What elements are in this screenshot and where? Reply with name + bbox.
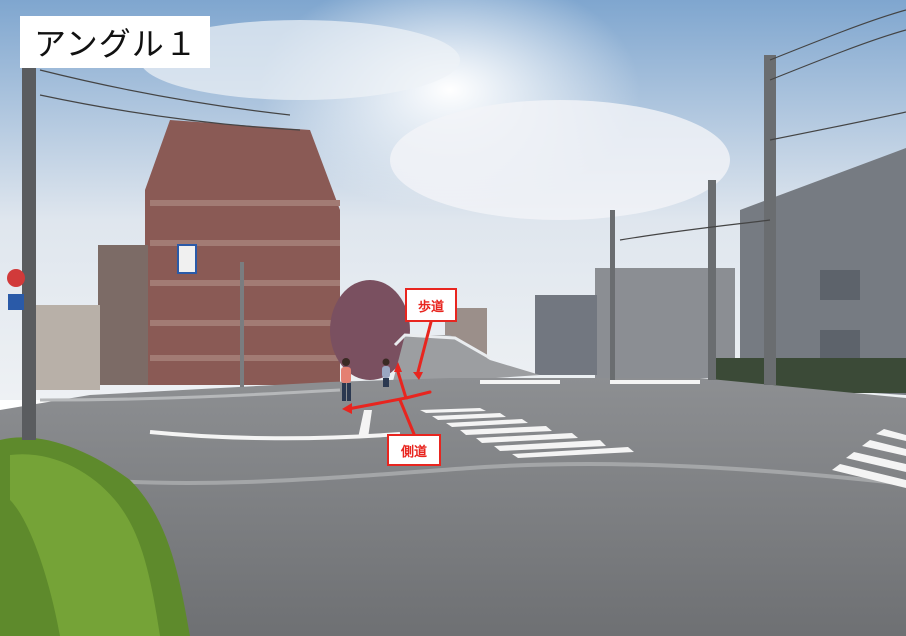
pedestrian-figure <box>341 358 351 401</box>
apartment-balconies <box>150 280 340 286</box>
lane-marker <box>358 410 372 438</box>
power-lines <box>39 9 906 241</box>
annotation-arrows <box>346 320 433 436</box>
overhead-sign-icon <box>177 244 197 274</box>
angle-title-label: アングル１ <box>20 16 210 68</box>
blue-sign-icon <box>8 294 24 310</box>
no-entry-sign-icon <box>7 269 25 287</box>
road <box>0 378 906 636</box>
cloud <box>390 100 730 220</box>
crosswalk-center <box>420 408 634 458</box>
right-apartment-window <box>820 270 860 300</box>
low-building <box>35 305 100 390</box>
apartment-balconies <box>150 320 340 326</box>
left-curb <box>39 388 341 402</box>
apartment-balconies <box>150 240 340 246</box>
apartment-balconies <box>150 200 340 206</box>
apartment-building <box>145 120 340 385</box>
right-apartment-window <box>820 330 860 360</box>
overpass-ramp <box>392 335 540 385</box>
apartment-balconies <box>150 355 340 361</box>
utility-pole <box>708 180 716 380</box>
foreground-shrub-highlight <box>10 454 160 636</box>
arrowhead-icon <box>394 362 402 372</box>
utility-pole <box>22 20 36 440</box>
arrowhead-icon <box>342 403 352 414</box>
sideroad-junction-arrow <box>404 390 432 400</box>
sidewalk-callout-text: 歩道 <box>417 299 444 315</box>
sideroad-callout-text: 側道 <box>400 444 427 460</box>
tree <box>330 280 410 380</box>
arrowhead-icon <box>413 372 423 380</box>
street-light-pole <box>240 262 244 387</box>
utility-pole <box>610 210 615 380</box>
cloud <box>140 20 460 100</box>
sidewalk-leader-line <box>416 320 433 374</box>
sidewalk-callout: 歩道 <box>405 288 457 322</box>
stop-line <box>149 430 401 441</box>
right-building <box>535 295 597 375</box>
sideroad-leader-line <box>398 398 416 436</box>
pedestrian-figure <box>382 358 390 387</box>
crosswalk-far <box>480 380 700 384</box>
apartment-annex <box>98 245 148 385</box>
curb-line <box>69 462 906 486</box>
angle-title-text: アングル１ <box>34 25 198 63</box>
crosswalk-right <box>832 429 906 488</box>
sideroad-callout: 側道 <box>387 434 441 466</box>
overpass-rail <box>393 333 491 360</box>
